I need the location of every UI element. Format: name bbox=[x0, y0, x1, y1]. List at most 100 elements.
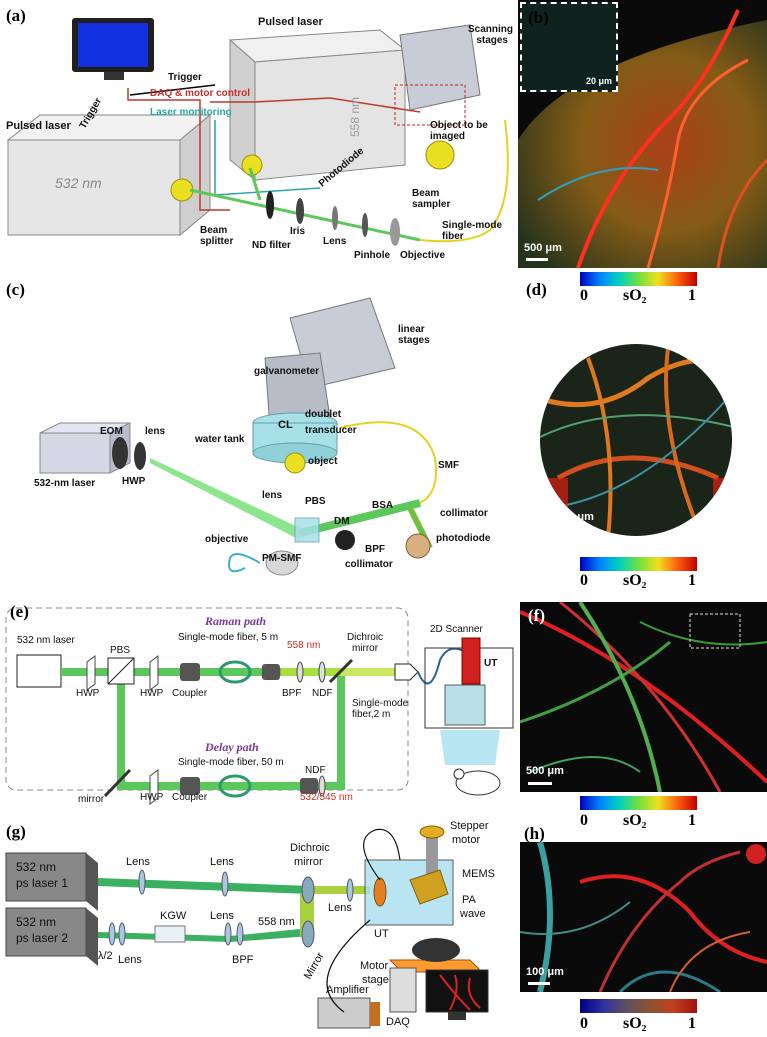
panel-c: (c) linear stages galvanometer CL double… bbox=[0, 278, 500, 578]
label-laser-558: 558 nm bbox=[348, 96, 363, 138]
vessel-image-f bbox=[520, 602, 767, 792]
label-nd-filter: ND filter bbox=[252, 240, 291, 251]
mouse-icon bbox=[455, 770, 501, 796]
colorbar-min: 0 bbox=[580, 287, 588, 304]
label-laser1-a: 532 nm bbox=[16, 860, 57, 874]
label-object: object bbox=[308, 456, 338, 467]
label-lens3: Lens bbox=[328, 902, 352, 914]
label-amplifier: Amplifier bbox=[326, 984, 369, 996]
colorbar-b bbox=[580, 272, 697, 286]
label-beam-splitter: Beam splitter bbox=[200, 225, 234, 247]
label-lens1: lens bbox=[145, 426, 166, 437]
panel-label: (d) bbox=[526, 280, 547, 299]
label-smf: SMF bbox=[438, 460, 460, 471]
label-smf: Single-mode fiber bbox=[442, 220, 503, 242]
colorbar-max: 1 bbox=[688, 1015, 696, 1032]
label-dm: DM bbox=[334, 516, 350, 527]
label-beam-sampler: Beam sampler bbox=[412, 188, 451, 210]
panel-c-schematic bbox=[39, 297, 437, 576]
colorbar-h bbox=[580, 999, 697, 1013]
scale-bar bbox=[558, 528, 580, 531]
panel-label: (b) bbox=[528, 8, 549, 27]
vessel-image-b bbox=[518, 9, 767, 268]
label-dichroic: Dichroic mirror bbox=[346, 632, 384, 654]
label-lens: Lens bbox=[323, 236, 347, 247]
label-pbs: PBS bbox=[110, 645, 131, 656]
label-raman: Raman path bbox=[205, 614, 267, 628]
label-hwp1: HWP bbox=[76, 688, 100, 699]
panel-g-schematic bbox=[5, 825, 489, 1029]
label-pulsed-laser-left: Pulsed laser bbox=[6, 120, 71, 132]
label-smf5: Single-mode fiber, 5 m bbox=[178, 632, 279, 643]
scale-bar bbox=[528, 982, 550, 985]
vessel-image-h bbox=[520, 842, 767, 992]
label-stepper-b: motor bbox=[452, 834, 481, 846]
label-water-tank: water tank bbox=[195, 434, 245, 445]
label-daq: DAQ & motor control bbox=[150, 88, 250, 99]
colorbar-max: 1 bbox=[688, 572, 696, 589]
scale-label: 100 μm bbox=[526, 966, 564, 978]
label-laser: 532-nm laser bbox=[34, 478, 96, 489]
label-eom: EOM bbox=[100, 426, 123, 437]
label-objective: objective bbox=[205, 534, 249, 545]
label-bpf: BPF bbox=[232, 954, 254, 966]
label-daq: DAQ bbox=[386, 1016, 410, 1028]
label-bsa: BSA bbox=[372, 500, 394, 511]
panel-d: (d) 500 μm bbox=[518, 278, 767, 578]
colorbar-min: 0 bbox=[580, 572, 588, 589]
label-lens2: Lens bbox=[210, 856, 234, 868]
label-bpf: BPF bbox=[282, 688, 302, 699]
panel-a: (a) Pulsed laser Pulsed laser 532 nm 558… bbox=[0, 0, 514, 268]
label-half-wave: λ/2 bbox=[98, 950, 113, 962]
colorbar-f bbox=[580, 796, 697, 810]
panel-label: (f) bbox=[528, 606, 545, 625]
panel-e: (e) 532 nm laser PBS Raman path Single-m… bbox=[0, 600, 515, 805]
label-lens4: Lens bbox=[210, 910, 234, 922]
label-lens2: lens bbox=[262, 490, 283, 501]
colorbar-label: sO₂ bbox=[623, 287, 647, 304]
panel-label: (a) bbox=[6, 6, 26, 25]
label-cl: CL bbox=[278, 419, 293, 431]
label-laser-monitoring: Laser monitoring bbox=[150, 107, 232, 118]
label-kgw: KGW bbox=[160, 910, 187, 922]
label-smf50: Single-mode fiber, 50 m bbox=[178, 757, 284, 768]
laser-aperture-icon bbox=[170, 178, 194, 202]
colorbar-min: 0 bbox=[580, 1015, 588, 1032]
label-laser: 532 nm laser bbox=[17, 635, 75, 646]
label-collimator2: collimator bbox=[345, 559, 393, 570]
label-smf2: Single-mode fiber,2 m bbox=[352, 698, 409, 720]
label-transducer: transducer bbox=[305, 425, 357, 436]
label-motor-a: Motor bbox=[360, 960, 389, 972]
scale-label: 500 μm bbox=[526, 765, 564, 777]
panel-b: 20 μm (b) 500 μm bbox=[518, 0, 767, 268]
panel-label: (e) bbox=[10, 602, 29, 621]
label-object: Object to be imaged bbox=[430, 120, 488, 142]
label-lens1: Lens bbox=[126, 856, 150, 868]
label-mems: MEMS bbox=[462, 868, 495, 880]
label-objective: Objective bbox=[400, 250, 446, 261]
label-laser2-b: ps laser 2 bbox=[16, 931, 69, 945]
label-laser1-b: ps laser 1 bbox=[16, 876, 69, 890]
scale-bar bbox=[526, 258, 548, 261]
panel-label: (c) bbox=[6, 280, 25, 299]
label-linear-stages: linear stages bbox=[398, 324, 430, 346]
label-doublet: doublet bbox=[305, 409, 342, 420]
label-hwp: HWP bbox=[122, 476, 146, 487]
label-mirror: mirror bbox=[78, 794, 105, 805]
label-558: 558 nm bbox=[258, 916, 295, 928]
label-stepper-a: Stepper bbox=[450, 820, 489, 832]
colorbar-label: sO₂ bbox=[623, 812, 647, 829]
label-pa-b: wave bbox=[460, 908, 486, 920]
label-delay: Delay path bbox=[205, 740, 259, 754]
scale-label: 500 μm bbox=[524, 242, 562, 254]
smiley-object-icon bbox=[284, 452, 306, 474]
label-bpf: BPF bbox=[365, 544, 385, 555]
label-hwp3: HWP bbox=[140, 792, 164, 803]
inset-box: 20 μm bbox=[520, 2, 618, 92]
colorbar-max: 1 bbox=[688, 287, 696, 304]
label-collimator1: collimator bbox=[440, 508, 488, 519]
label-ndf1: NDF bbox=[312, 688, 333, 699]
label-galvanometer: galvanometer bbox=[254, 366, 320, 377]
label-pulsed-laser-top: Pulsed laser bbox=[258, 16, 323, 28]
label-scanning-stages: Scanning stages bbox=[468, 24, 514, 46]
